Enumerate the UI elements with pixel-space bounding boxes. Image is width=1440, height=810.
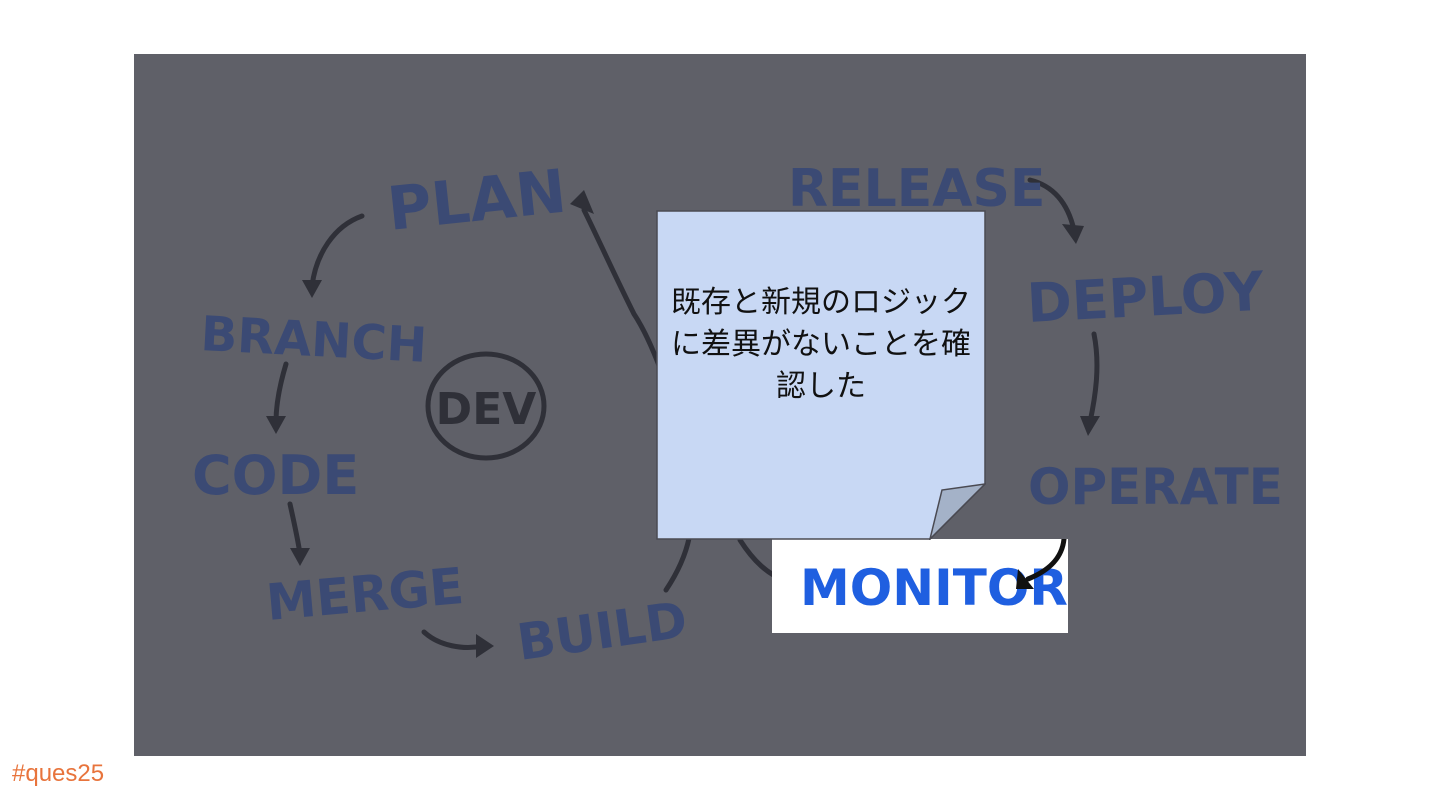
arrow-deploy-to-operate <box>1087 331 1100 425</box>
arrow-head-code <box>266 416 286 434</box>
arrow-head-monitor <box>1016 569 1034 589</box>
monitor-highlight-box: MONITOR <box>772 539 1068 633</box>
arrow-head-branch <box>302 280 322 298</box>
arrow-head-build <box>476 634 494 658</box>
stage-merge: MERGE <box>264 557 466 632</box>
sticky-note: 既存と新規のロジックに差異がないことを確認した <box>656 210 986 540</box>
monitor-graphic: MONITOR <box>800 539 1068 617</box>
sticky-note-shape <box>656 210 986 540</box>
stage-plan: PLAN <box>384 157 569 245</box>
stage-code: CODE <box>192 444 359 507</box>
dev-circle <box>425 351 547 461</box>
arrow-head-merge <box>290 548 310 566</box>
stage-release: RELEASE <box>788 159 1045 219</box>
stage-deploy: DEPLOY <box>1025 260 1266 335</box>
arrow-operate-to-monitor <box>1025 539 1067 582</box>
arrow-head-operate <box>1080 416 1100 436</box>
arrow-release-to-deploy <box>1027 177 1077 233</box>
arrow-head-plan <box>570 190 594 214</box>
arrow-code-to-merge <box>287 501 303 557</box>
arrow-merge-to-build <box>421 629 485 650</box>
dev-label: DEV <box>436 384 537 435</box>
arrow-plan-to-branch <box>309 213 365 289</box>
arrow-branch-to-code <box>273 361 289 425</box>
stage-operate: OPERATE <box>1028 458 1283 516</box>
devops-loop-panel: PLAN BRANCH CODE MERGE BUILD RELEASE DEP… <box>134 54 1306 756</box>
hashtag-label: #ques25 <box>12 760 105 787</box>
arrow-head-deploy <box>1062 224 1084 244</box>
sticky-note-text: 既存と新規のロジックに差異がないことを確認した <box>671 285 971 404</box>
stage-build: BUILD <box>514 591 691 672</box>
stage-branch: BRANCH <box>199 306 428 374</box>
